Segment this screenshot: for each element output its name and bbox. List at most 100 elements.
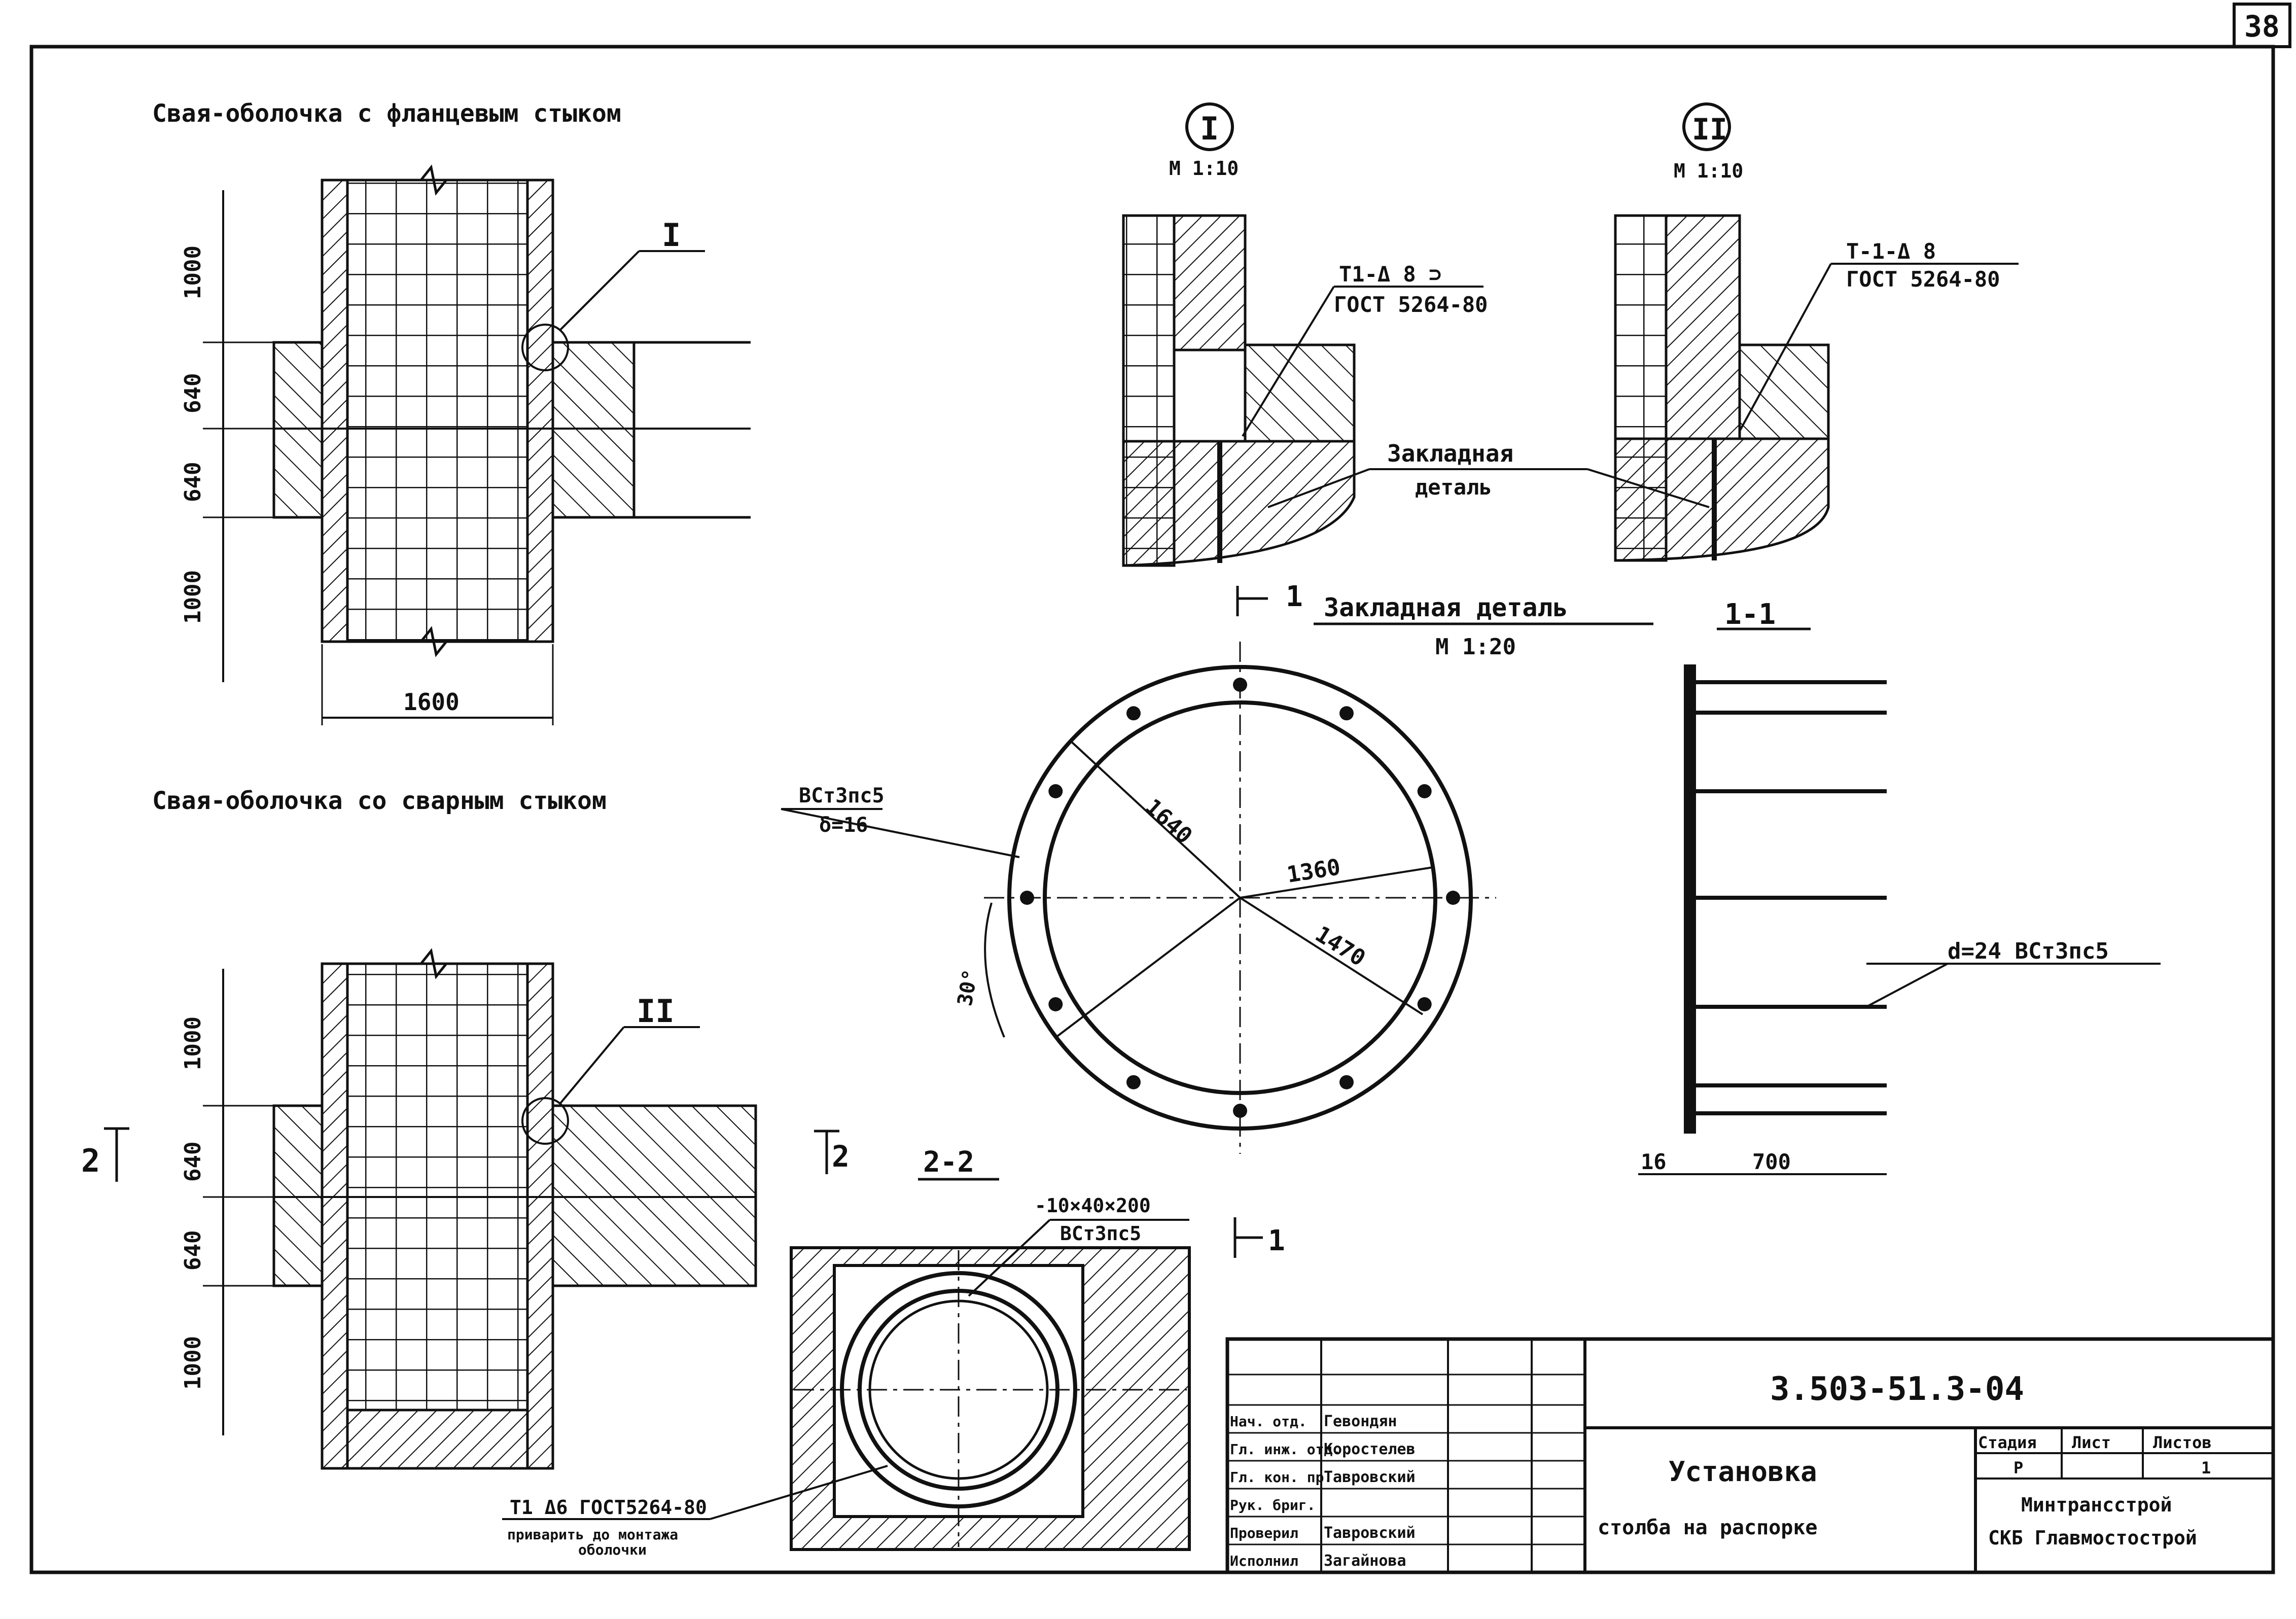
weld-note-3: оболочки	[578, 1541, 647, 1558]
rebar-cage	[346, 179, 529, 643]
detail-I-weld-note-2: ГОСТ 5264-80	[1334, 292, 1488, 317]
anchor-hole	[1339, 1075, 1354, 1089]
strut-left	[272, 341, 324, 519]
detail-II-callout-circle	[521, 1097, 569, 1145]
sheet-header: Лист	[2072, 1433, 2111, 1452]
title-block: Нач. отд. Гевондян Гл. инж. отд. Коросте…	[1225, 1337, 2275, 1574]
detail-I: I М 1:10 Т1-Δ 8 ⊃ ГОСТ 5264-80	[1122, 102, 1488, 567]
dim-640-b: 640	[180, 1230, 206, 1271]
drawing-code: 3.503-51.3-04	[1770, 1370, 2024, 1408]
tb-role-0: Нач. отд.	[1230, 1413, 1307, 1430]
dim-640-a: 640	[180, 373, 206, 413]
anchor-hole	[1126, 1075, 1141, 1089]
rod-note: d=24 ВСт3пс5	[1948, 938, 2109, 964]
shell-wall-right	[526, 962, 554, 1470]
tb-name-4: Тавровский	[1324, 1524, 1416, 1542]
anchor-hole	[1233, 1104, 1247, 1118]
strut-right	[551, 341, 635, 519]
dim-1640: 1640	[1140, 794, 1197, 849]
detail-II-marker: II	[1692, 112, 1727, 147]
sheet-number: 38	[2244, 9, 2280, 44]
dim-1000-bottom: 1000	[180, 570, 206, 624]
plate-note-2: ВСт3пс5	[1060, 1222, 1141, 1245]
dim-1600: 1600	[403, 688, 460, 716]
dim-1000-bottom: 1000	[180, 1336, 206, 1390]
flanged-pile-title: Свая-оболочка с фланцевым стыком	[152, 99, 621, 128]
tb-name-1: Коростелев	[1324, 1440, 1416, 1458]
drawing-name-2: столба на распорке	[1598, 1516, 1817, 1539]
welded-pile-title: Свая-оболочка со сварным стыком	[152, 787, 607, 815]
embedded-part-callout: Закладная деталь	[1267, 440, 1710, 508]
detail-I-ref: I	[662, 217, 681, 254]
anchor-hole	[1417, 997, 1432, 1011]
detail-II-ref: II	[637, 993, 675, 1030]
tb-name-0: Гевондян	[1324, 1413, 1397, 1430]
embedded-label-line1: Закладная	[1387, 440, 1513, 467]
strut-right	[551, 1104, 757, 1287]
anchor-hole	[1417, 784, 1432, 798]
weld-note-2: приварить до монтажа	[507, 1526, 678, 1543]
dim-700: 700	[1752, 1149, 1791, 1174]
weld-note-1: Т1 Δ6 ГОСТ5264-80	[510, 1496, 707, 1519]
plate-section-mark: 1	[1286, 580, 1303, 613]
tb-name-2: Тавровский	[1324, 1468, 1416, 1486]
anchor-hole	[1048, 784, 1063, 798]
anchor-hole	[1446, 891, 1460, 905]
tb-role-4: Проверил	[1230, 1525, 1298, 1541]
org-line-2: СКБ Главмостострой	[1988, 1527, 2197, 1549]
dim-640-a: 640	[180, 1142, 206, 1182]
sheet-number-box	[2233, 3, 2291, 48]
embedded-label-line2: деталь	[1415, 475, 1492, 500]
shell-wall-left	[321, 179, 349, 643]
detail-I-callout-circle	[521, 324, 569, 371]
rebar-cage	[346, 962, 529, 1412]
tb-name-5: Загайнова	[1324, 1552, 1406, 1570]
tb-role-3: Рук. бриг.	[1230, 1497, 1316, 1514]
embedded-zone	[1122, 440, 1356, 567]
plate-thickness: δ=16	[819, 814, 868, 837]
embedded-plate-plan: 1 Закладная деталь М 1:20 1640 1360 1470…	[781, 580, 1653, 1154]
detail-II: II М 1:10 Т-1-Δ 8 ГОСТ 5264-80	[1614, 102, 2019, 562]
tb-role-1: Гл. инж. отд.	[1230, 1441, 1341, 1458]
tb-role-5: Исполнил	[1230, 1553, 1298, 1569]
detail-II-weld-note-2: ГОСТ 5264-80	[1846, 267, 2000, 292]
sheet-frame	[29, 45, 2275, 1574]
section-1-1: 1-1 d=24 ВСт3пс5 16 700	[1638, 598, 2161, 1175]
angle-30: 30°	[953, 968, 983, 1008]
detail-I-weld-note-1: Т1-Δ 8 ⊃	[1339, 262, 1441, 287]
strut-section	[1244, 343, 1356, 443]
flange	[1173, 348, 1247, 443]
plate-material: ВСт3пс5	[799, 784, 885, 807]
pile-toe	[346, 1409, 529, 1470]
cut-mark-1: 1	[1268, 1224, 1285, 1257]
section-1-1-title: 1-1	[1724, 598, 1776, 631]
embedded-zone	[1614, 437, 1830, 562]
anchor-holes	[1020, 678, 1460, 1118]
plate-scale: М 1:20	[1435, 634, 1516, 660]
anchor-hole	[1339, 706, 1354, 721]
shell-wall	[1173, 214, 1247, 351]
shell-wall	[1665, 214, 1741, 440]
detail-I-marker: I	[1200, 110, 1219, 147]
section-2-mark: 2	[832, 1139, 850, 1174]
stage-header: Стадия	[1978, 1433, 2037, 1452]
strut-left	[272, 1104, 324, 1287]
org-line-1: Минтрансстрой	[2021, 1494, 2172, 1516]
flanged-pile-elevation: Свая-оболочка с фланцевым стыком I 1000 …	[152, 99, 751, 725]
detail-II-marker-circle	[1682, 102, 1731, 151]
dim-640-b: 640	[180, 462, 206, 502]
anchor-hole	[1126, 706, 1141, 721]
tb-role-2: Гл. кон. пр.	[1230, 1469, 1332, 1486]
sheets-value: 1	[2201, 1458, 2211, 1477]
shell-wall-left	[321, 962, 349, 1470]
drawing-name-1: Установка	[1669, 1456, 1817, 1488]
stage-value: Р	[2014, 1458, 2023, 1477]
detail-I-scale: М 1:10	[1169, 157, 1239, 180]
dim-1000-top: 1000	[180, 1016, 206, 1070]
dim-16: 16	[1641, 1149, 1667, 1174]
sheets-header: Листов	[2153, 1433, 2212, 1452]
welded-pile-elevation: Свая-оболочка со сварным стыком II 1000 …	[81, 787, 757, 1470]
detail-II-weld-note-1: Т-1-Δ 8	[1846, 239, 1936, 264]
shell-wall-right	[526, 179, 554, 643]
